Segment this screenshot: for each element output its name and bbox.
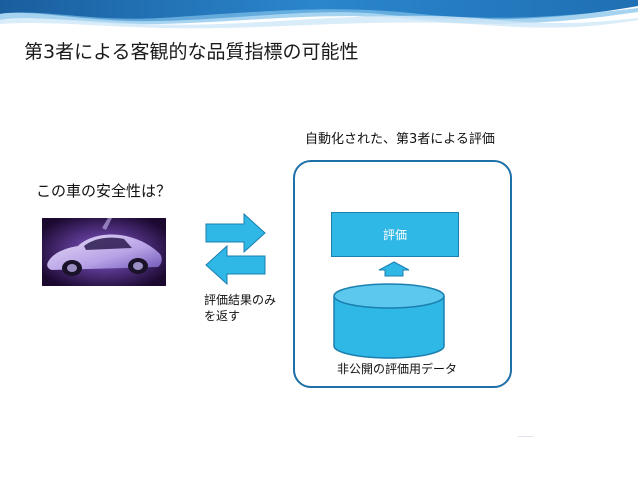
evaluation-box: 評価 (331, 212, 459, 257)
divider (518, 436, 534, 437)
return-label: 評価結果のみ を返す (204, 293, 277, 323)
database-cylinder (333, 283, 445, 359)
response-arrow (205, 244, 266, 286)
question-label: この車の安全性は？ (36, 182, 172, 200)
private-data-label: 非公開の評価用データ (337, 362, 458, 376)
slide-title: 第3者による客観的な品質指標の可能性 (24, 41, 359, 63)
car-image (42, 218, 166, 286)
request-arrow (205, 212, 266, 254)
header-banner (0, 0, 638, 30)
up-arrow (378, 261, 410, 277)
panel-heading: 自動化された、第3者による評価 (305, 132, 495, 147)
